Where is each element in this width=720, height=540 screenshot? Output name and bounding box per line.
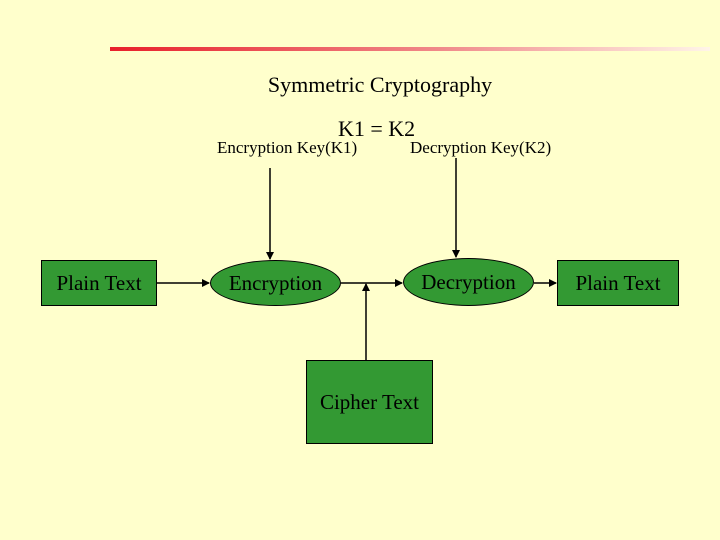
key-equation: K1 = K2 <box>338 116 416 141</box>
diagram-title: Symmetric Cryptography <box>267 72 493 97</box>
decryption-node: Decryption <box>403 258 534 306</box>
cipher-text-box: Cipher Text <box>306 360 433 444</box>
title-rule <box>110 47 710 51</box>
decryption-key-label: Decryption Key(K2) <box>410 138 552 157</box>
encryption-node: Encryption <box>210 260 341 306</box>
plain-text-output-box: Plain Text <box>557 260 679 306</box>
encryption-key-label: Encryption Key(K1) <box>217 138 358 157</box>
plain-text-input-box: Plain Text <box>41 260 157 306</box>
